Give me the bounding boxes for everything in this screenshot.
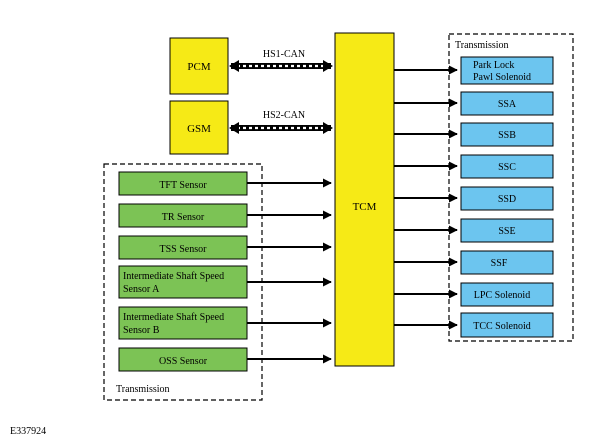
output-sse-label: SSE: [498, 226, 515, 237]
inputs-group-label: Transmission: [116, 384, 170, 395]
output-ssd-label: SSD: [498, 194, 516, 205]
gsm-box: [169, 100, 229, 155]
hs2-can-link: [229, 122, 333, 134]
output-lpc-solenoid: LPC Solenoid: [394, 282, 554, 307]
hs2-can-label: HS2-CAN: [263, 110, 305, 121]
figure-id: E337924: [10, 426, 46, 437]
output-ssd: SSD: [394, 186, 554, 211]
outputs-group-label: Transmission: [455, 40, 509, 51]
hs1-can-label: HS1-CAN: [263, 49, 305, 60]
output-ssf-label: SSF: [491, 258, 508, 269]
output-park-lock-label-line1: Park Lock: [473, 60, 514, 71]
outputs-group-box: [448, 33, 574, 342]
input-sensor-isss-b-label-line2: Sensor B: [123, 325, 160, 336]
tcm-label: TCM: [353, 201, 377, 213]
output-ssc: SSC: [394, 154, 554, 179]
input-sensor-tft: TFT Sensor: [118, 171, 332, 196]
input-sensor-tss-label: TSS Sensor: [160, 244, 208, 255]
input-sensor-isss-b: Intermediate Shaft Speed Sensor B: [118, 306, 332, 340]
input-sensor-tr-label: TR Sensor: [162, 212, 205, 223]
pcm-label: PCM: [187, 61, 210, 73]
gsm-label: GSM: [187, 123, 211, 135]
input-sensor-isss-a-label-line1: Intermediate Shaft Speed: [123, 271, 224, 282]
output-tcc-solenoid: TCC Solenoid: [394, 312, 554, 338]
input-sensor-isss-a-label-line2: Sensor A: [123, 284, 160, 295]
output-ssf: SSF: [394, 250, 554, 275]
input-sensor-isss-b-label-line1: Intermediate Shaft Speed: [123, 312, 224, 323]
output-sse: SSE: [394, 218, 554, 243]
input-sensor-tft-label: TFT Sensor: [159, 180, 207, 191]
input-sensor-tr: TR Sensor: [118, 203, 332, 228]
pcm-box: [169, 37, 229, 95]
output-park-lock-solenoid: Park Lock Pawl Solenoid: [394, 56, 554, 85]
output-ssa-label: SSA: [498, 99, 517, 110]
input-sensor-oss: OSS Sensor: [118, 347, 332, 372]
output-ssa: SSA: [394, 91, 554, 116]
tcm-box: [334, 32, 395, 367]
output-lpc-label: LPC Solenoid: [474, 290, 530, 301]
output-ssc-label: SSC: [498, 162, 516, 173]
hs1-can-link: [229, 60, 333, 72]
input-sensor-isss-a: Intermediate Shaft Speed Sensor A: [118, 265, 332, 299]
output-park-lock-label-line2: Pawl Solenoid: [473, 72, 531, 83]
output-ssb-label: SSB: [498, 130, 516, 141]
output-tcc-label: TCC Solenoid: [473, 321, 531, 332]
output-ssb: SSB: [394, 122, 554, 147]
input-sensor-oss-label: OSS Sensor: [159, 356, 208, 367]
input-sensor-tss: TSS Sensor: [118, 235, 332, 260]
